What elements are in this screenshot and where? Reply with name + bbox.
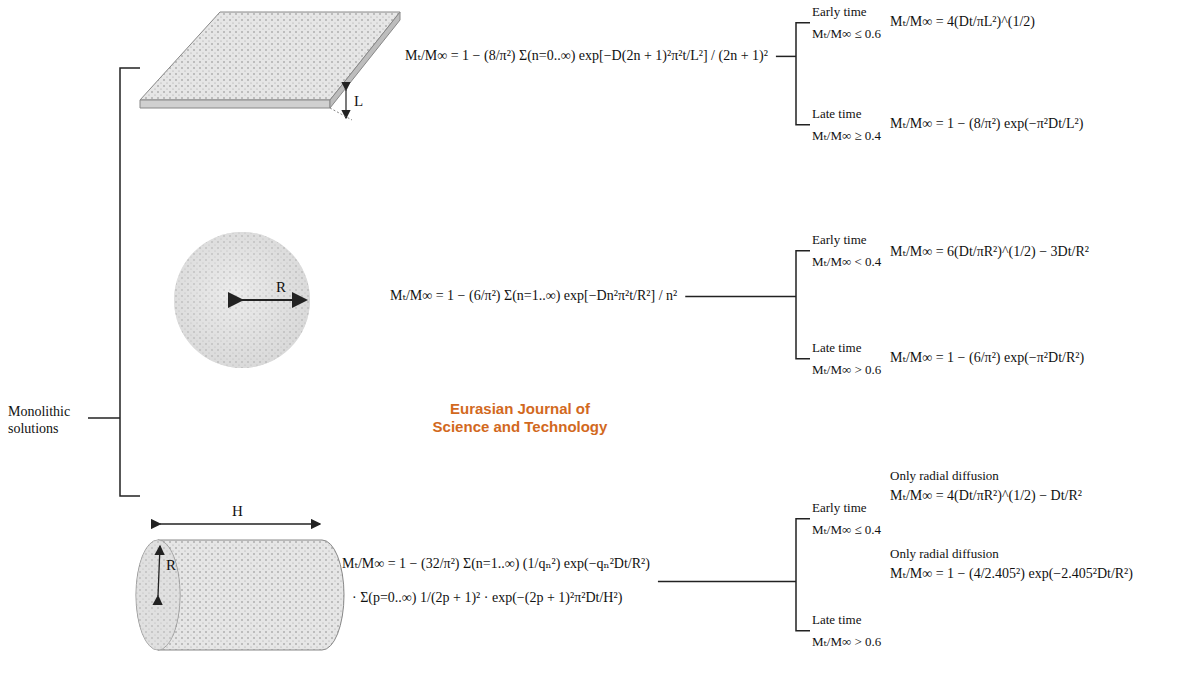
condition: Mₜ/M∞ ≥ 0.4 bbox=[812, 128, 881, 144]
bracket-line bbox=[776, 56, 796, 58]
dimension-label: L bbox=[354, 92, 363, 110]
time-regime: Early time bbox=[812, 500, 867, 516]
approx-formula: Mₜ/M∞ = 1 − (6/π²) exp(−π²Dt/R²) bbox=[890, 350, 1084, 367]
series-formula: Mₜ/M∞ = 1 − (8/π²) Σ(n=0..∞) exp[−D(2n +… bbox=[405, 48, 768, 65]
condition: Mₜ/M∞ ≤ 0.6 bbox=[812, 26, 881, 42]
approx-formula: Mₜ/M∞ = 4(Dt/πL²)^(1/2) bbox=[890, 14, 1035, 31]
series-formula: Mₜ/M∞ = 1 − (6/π²) Σ(n=1..∞) exp[−Dn²π²t… bbox=[390, 288, 677, 305]
condition: Mₜ/M∞ > 0.6 bbox=[812, 362, 881, 378]
approx-formula: Mₜ/M∞ = 4(Dt/πR²)^(1/2) − Dt/R² bbox=[890, 488, 1082, 505]
slab-figure bbox=[140, 12, 400, 120]
main-bracket bbox=[88, 68, 140, 496]
note: Only radial diffusion bbox=[890, 546, 999, 562]
time-regime: Late time bbox=[812, 106, 861, 122]
note: Only radial diffusion bbox=[890, 468, 999, 484]
watermark: Eurasian Journal of Science and Technolo… bbox=[420, 400, 620, 436]
approx-formula: Mₜ/M∞ = 1 − (8/π²) exp(−π²Dt/L²) bbox=[890, 116, 1083, 133]
series-formula: Mₜ/M∞ = 1 − (32/π²) Σ(n=1..∞) (1/qₙ²) ex… bbox=[342, 556, 650, 573]
group-title: Monolithic solutions bbox=[8, 404, 86, 438]
approx-formula: Mₜ/M∞ = 6(Dt/πR²)^(1/2) − 3Dt/R² bbox=[890, 244, 1089, 261]
time-regime: Late time bbox=[812, 612, 861, 628]
bracket-line bbox=[796, 23, 810, 125]
dimension-label: R bbox=[276, 278, 286, 296]
approx-formula: Mₜ/M∞ = 1 − (4/2.405²) exp(−2.405²Dt/R²) bbox=[890, 566, 1133, 583]
cylinder-figure bbox=[136, 524, 344, 650]
condition: Mₜ/M∞ > 0.6 bbox=[812, 634, 881, 650]
time-regime: Late time bbox=[812, 340, 861, 356]
bracket-line bbox=[685, 296, 796, 298]
bracket-line bbox=[796, 519, 810, 631]
condition: Mₜ/M∞ ≤ 0.4 bbox=[812, 522, 881, 538]
time-regime: Early time bbox=[812, 232, 867, 248]
time-regime: Early time bbox=[812, 4, 867, 20]
condition: Mₜ/M∞ < 0.4 bbox=[812, 254, 881, 270]
sphere-figure bbox=[174, 232, 310, 368]
dimension-label: H bbox=[232, 502, 243, 520]
dimension-label: R bbox=[166, 556, 176, 574]
bracket-line bbox=[796, 251, 810, 359]
bracket-line bbox=[658, 581, 796, 583]
series-formula: · Σ(p=0..∞) 1/(2p + 1)² · exp(−(2p + 1)²… bbox=[352, 590, 622, 607]
